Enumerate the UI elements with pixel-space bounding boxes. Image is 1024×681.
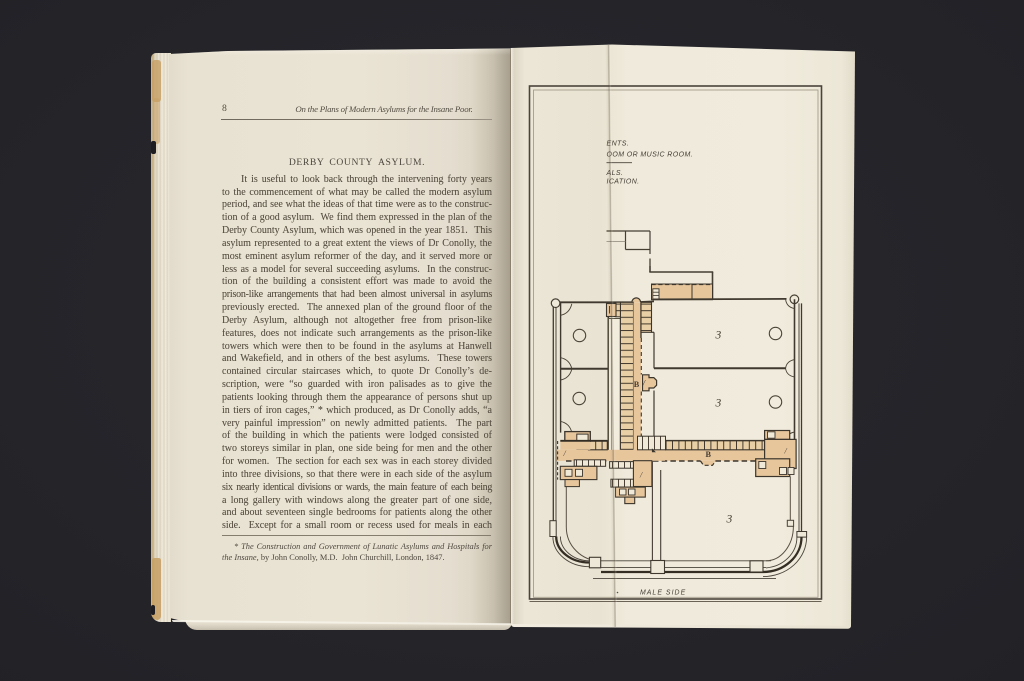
svg-text:MALE SIDE: MALE SIDE bbox=[640, 589, 686, 596]
svg-text:/: / bbox=[642, 379, 647, 389]
svg-text:ALS.: ALS. bbox=[606, 170, 624, 177]
svg-text:B: B bbox=[706, 450, 712, 459]
svg-text:/: / bbox=[639, 471, 643, 480]
svg-text:ICATION.: ICATION. bbox=[607, 179, 640, 186]
svg-text:B: B bbox=[634, 380, 640, 389]
svg-text:3: 3 bbox=[715, 398, 722, 410]
svg-text:3: 3 bbox=[726, 513, 733, 525]
svg-text:ENTS.: ENTS. bbox=[607, 141, 630, 148]
svg-text:/: / bbox=[784, 447, 788, 456]
svg-text:/: / bbox=[563, 449, 567, 458]
svg-text:3: 3 bbox=[715, 330, 722, 342]
svg-text:OOM OR MUSIC ROOM.: OOM OR MUSIC ROOM. bbox=[607, 152, 694, 159]
